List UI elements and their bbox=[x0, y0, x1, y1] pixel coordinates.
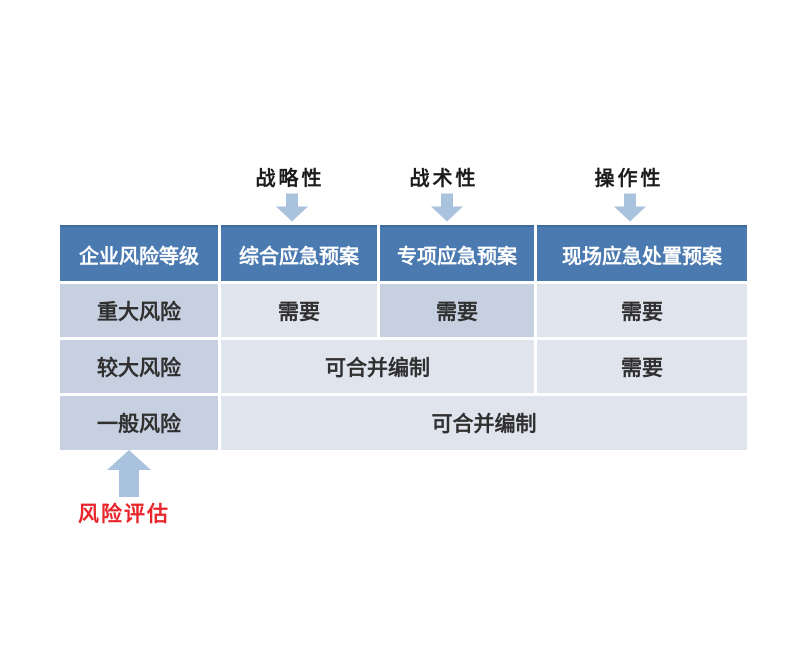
row-larger-risk-level: 较大风险 bbox=[60, 340, 218, 393]
row-larger-onsite-cell: 需要 bbox=[537, 340, 747, 393]
row-major-risk-level: 重大风险 bbox=[60, 284, 218, 337]
label-operational: 操作性 bbox=[594, 168, 664, 190]
down-arrow-icon bbox=[276, 193, 308, 222]
row-general-merged-cell: 可合并编制 bbox=[221, 396, 747, 450]
row-major-special-cell: 需要 bbox=[380, 284, 534, 337]
risk-assessment-label: 风险评估 bbox=[78, 503, 170, 526]
header-special-plan: 专项应急预案 bbox=[380, 225, 534, 281]
risk-plan-table: 企业风险等级 综合应急预案 专项应急预案 现场应急处置预案 重大风险 需要 需要… bbox=[60, 225, 747, 450]
label-strategic: 战略性 bbox=[255, 168, 325, 190]
row-larger-merged-cell: 可合并编制 bbox=[221, 340, 534, 393]
row-major-onsite-cell: 需要 bbox=[537, 284, 747, 337]
header-comprehensive-plan: 综合应急预案 bbox=[221, 225, 377, 281]
label-tactical: 战术性 bbox=[409, 168, 479, 190]
row-general-risk-level: 一般风险 bbox=[60, 396, 218, 450]
header-enterprise-risk-level: 企业风险等级 bbox=[60, 225, 218, 281]
down-arrow-icon bbox=[614, 193, 646, 222]
header-onsite-plan: 现场应急处置预案 bbox=[537, 225, 747, 281]
up-arrow-icon bbox=[107, 450, 151, 497]
down-arrow-icon bbox=[431, 193, 463, 222]
row-major-comprehensive-cell: 需要 bbox=[221, 284, 377, 337]
